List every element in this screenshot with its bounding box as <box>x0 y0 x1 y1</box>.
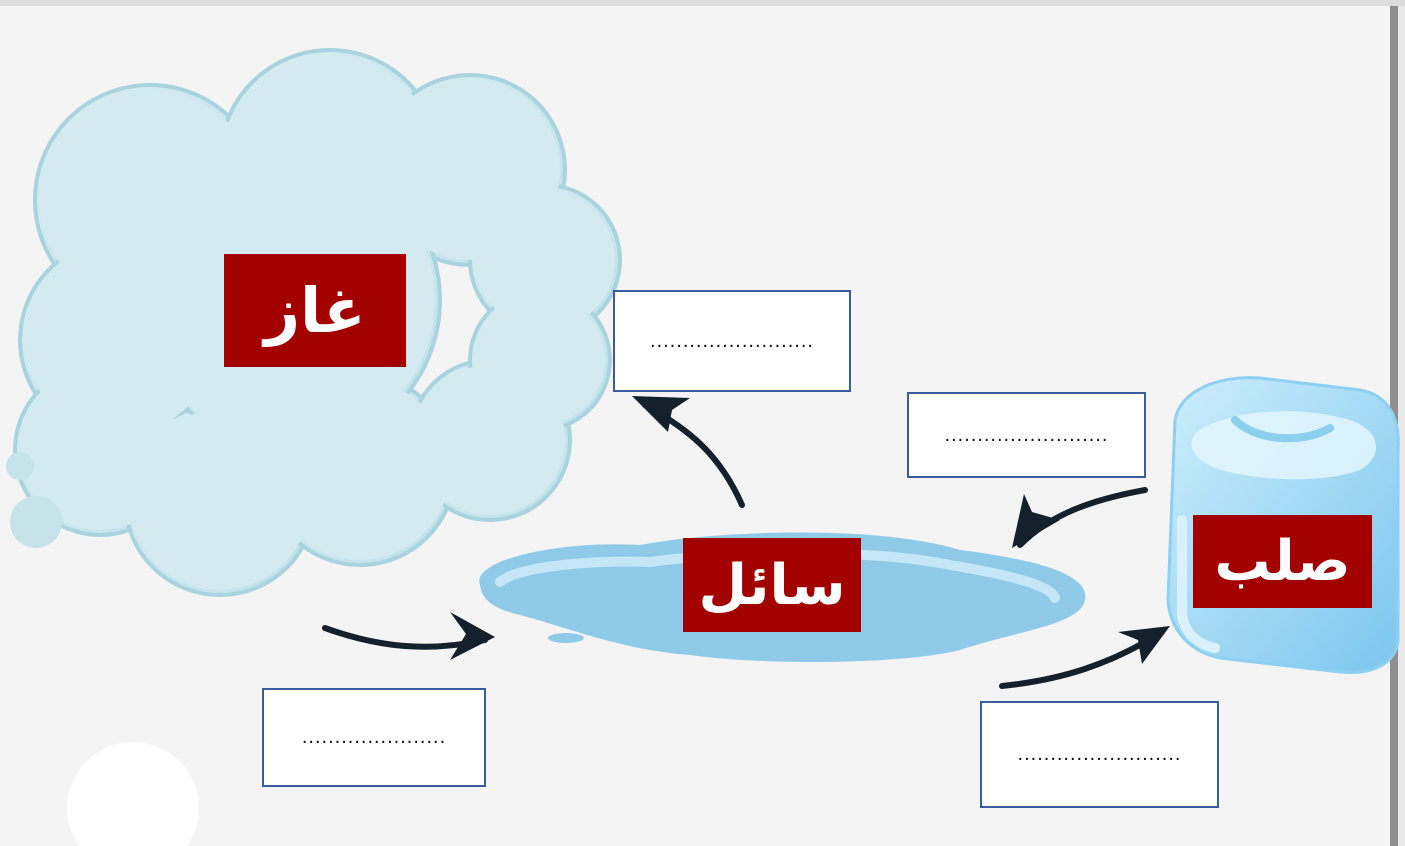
decorative-circle <box>67 742 199 846</box>
frame-top-edge <box>0 0 1405 6</box>
arrow-heads <box>450 396 1170 664</box>
answer-box-evaporation[interactable]: ......................... <box>613 290 851 392</box>
liquid-label: سائل <box>683 538 861 632</box>
gas-label: غاز <box>224 254 406 367</box>
answer-box-freezing[interactable]: ......................... <box>980 701 1219 808</box>
answer-box-condensation[interactable]: ...................... <box>262 688 486 787</box>
answer-box-melting[interactable]: ......................... <box>907 392 1146 478</box>
solid-label: صلب <box>1193 515 1372 608</box>
cloud-icon <box>6 48 622 597</box>
